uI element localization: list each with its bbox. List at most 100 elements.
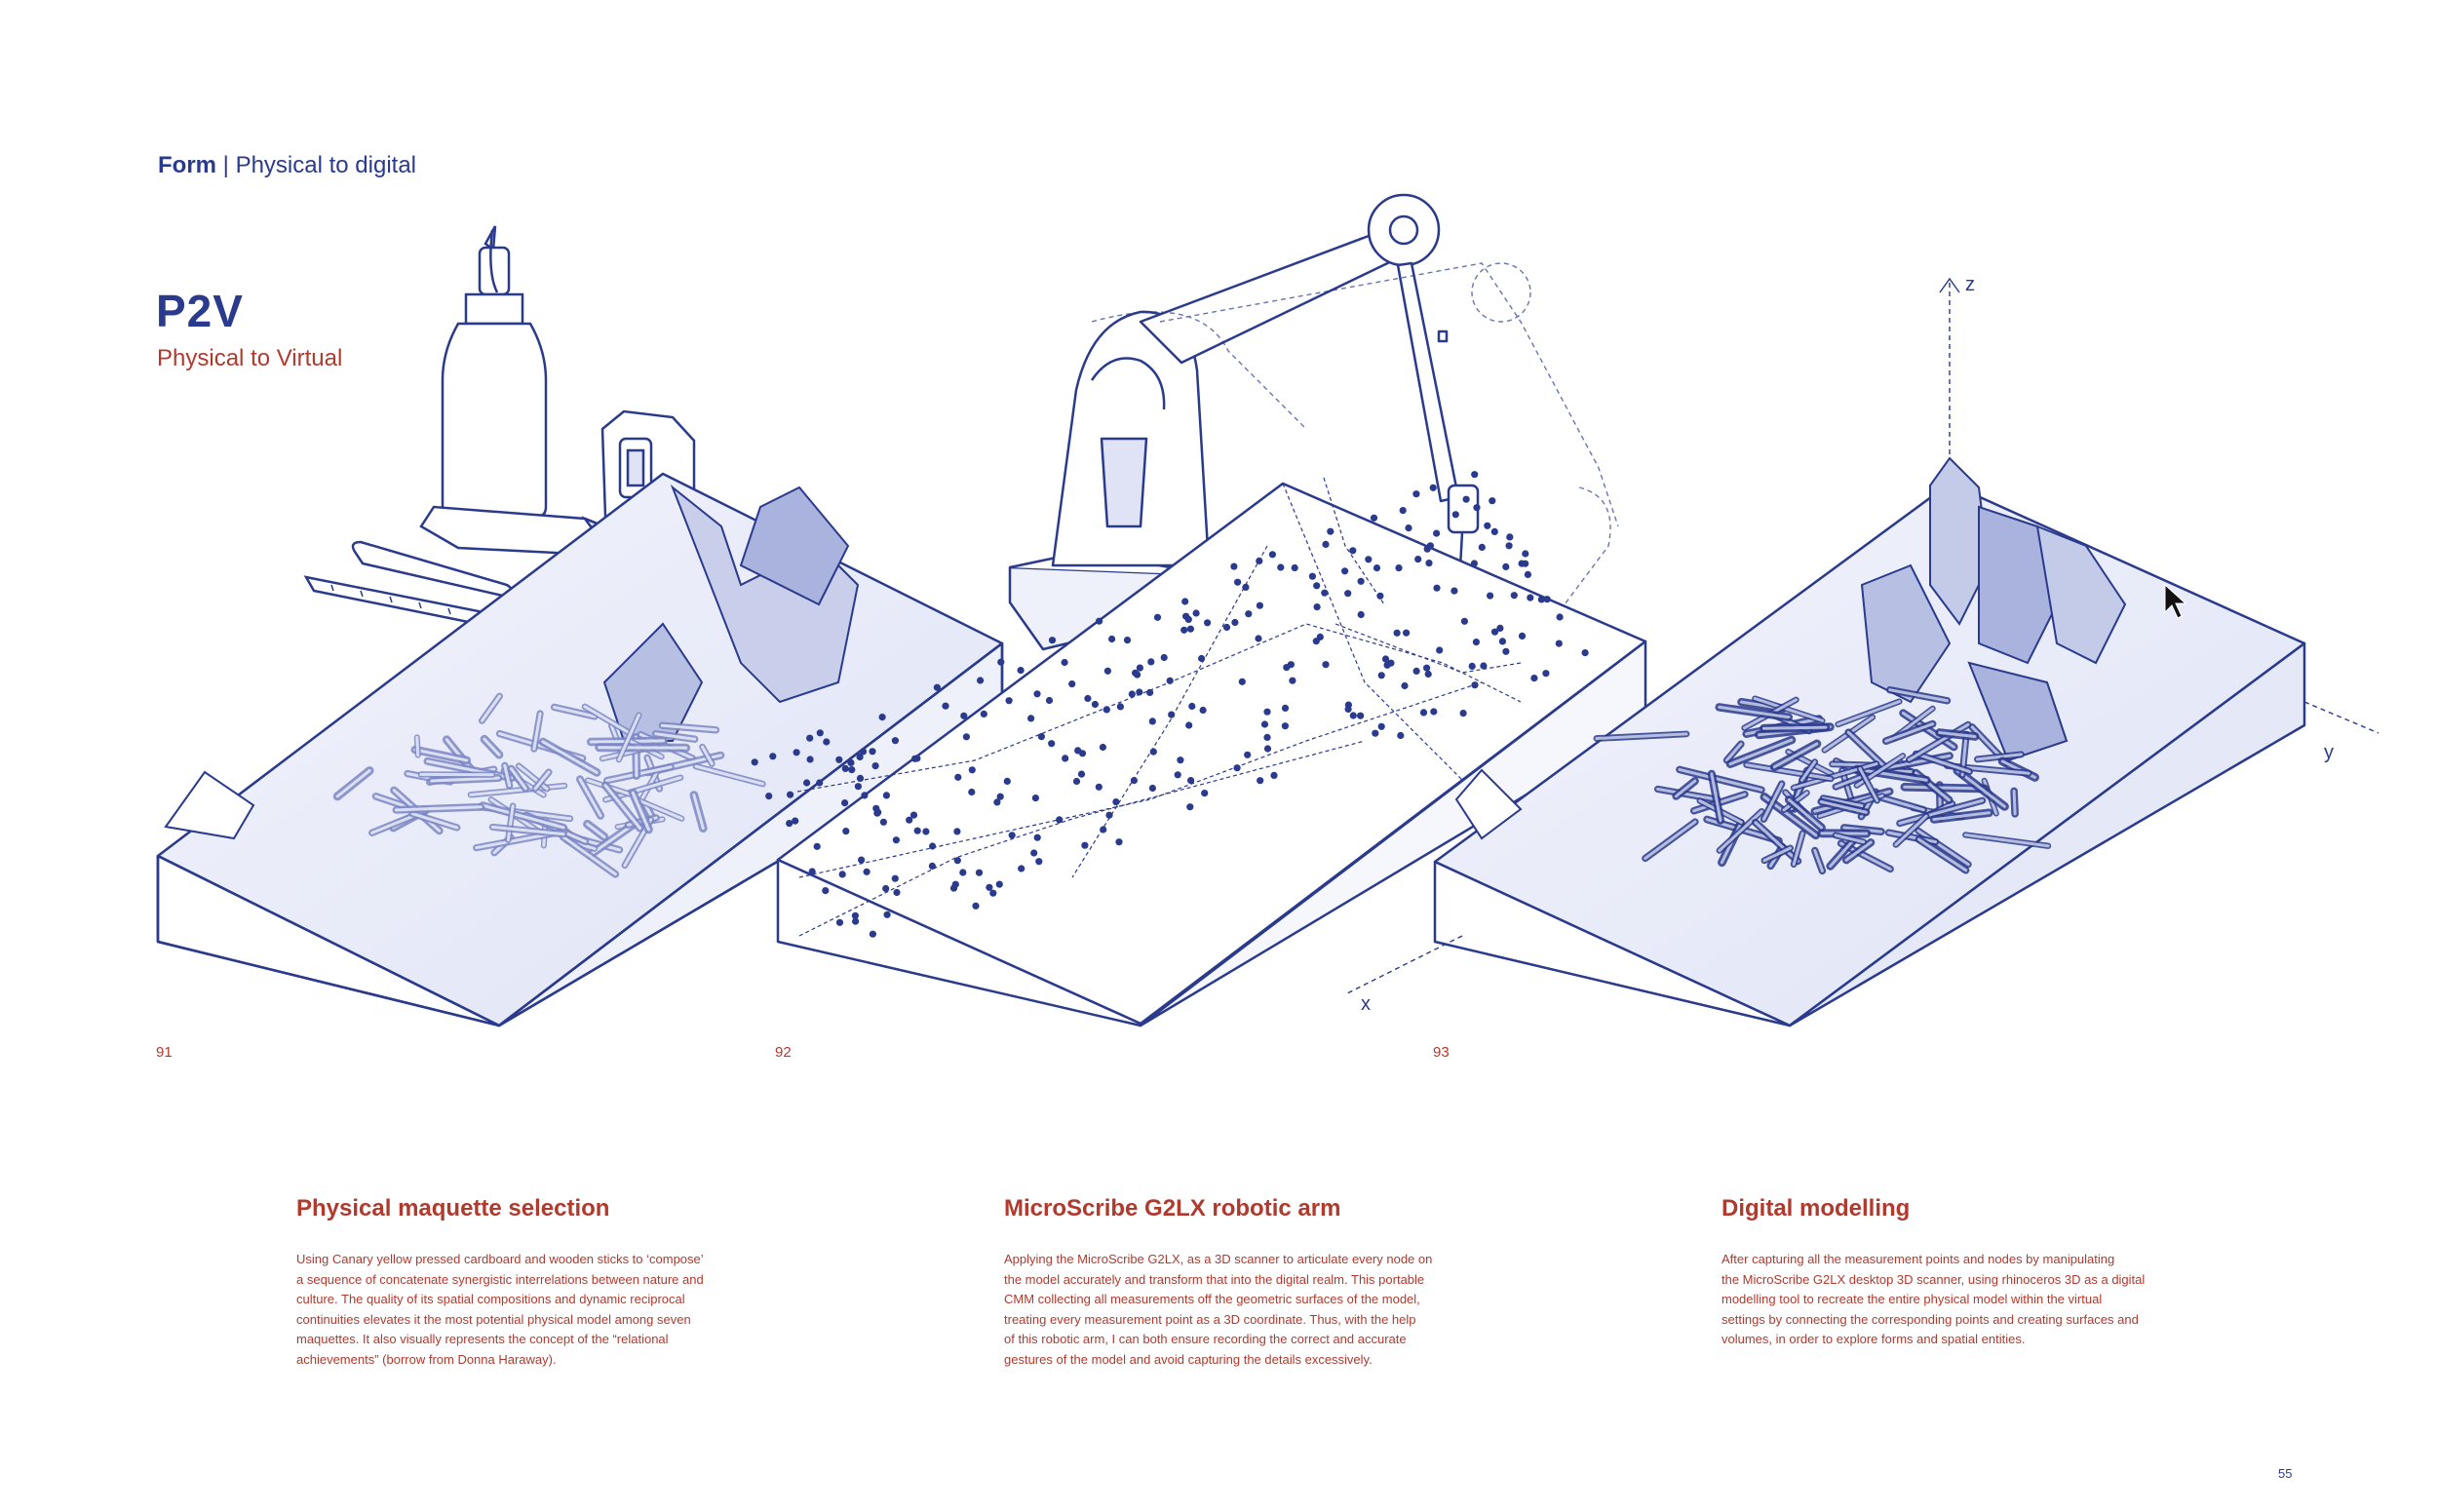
scan-point <box>1373 564 1381 572</box>
scan-point <box>1062 755 1069 762</box>
scan-point <box>1377 672 1385 679</box>
scan-point <box>1136 664 1143 672</box>
stick <box>410 812 459 830</box>
scan-point <box>1136 688 1143 696</box>
scan-point <box>835 756 843 763</box>
scan-point <box>1510 592 1518 600</box>
scan-point <box>1403 629 1411 637</box>
column-title: Digital modelling <box>1721 1195 1911 1221</box>
scan-point <box>1018 865 1025 872</box>
scan-point <box>1198 654 1206 663</box>
scan-point <box>1344 590 1352 598</box>
stick <box>1915 752 1971 773</box>
stick <box>1656 787 1720 801</box>
scan-point <box>989 889 997 897</box>
scan-point <box>822 887 830 895</box>
scan-point <box>842 828 850 835</box>
scan-point <box>883 911 891 918</box>
scan-point <box>975 869 984 876</box>
scan-point <box>1045 696 1054 705</box>
scan-point <box>1423 664 1431 672</box>
scan-point <box>1153 613 1162 621</box>
scan-point <box>1490 527 1498 536</box>
scan-point <box>1181 598 1189 605</box>
scan-point <box>1522 560 1529 567</box>
scan-point <box>1105 811 1113 819</box>
scan-point <box>1035 858 1043 866</box>
scan-point <box>882 792 891 799</box>
scan-point <box>1321 589 1329 597</box>
scan-point <box>816 779 824 787</box>
scan-point <box>1372 729 1379 737</box>
scan-point <box>1132 669 1140 677</box>
scan-point <box>1383 661 1391 669</box>
scan-point <box>838 871 846 878</box>
scan-point <box>959 869 967 876</box>
scan-point <box>1185 721 1193 729</box>
scan-point <box>1401 681 1409 690</box>
scan-point <box>1313 603 1321 611</box>
stick <box>654 732 697 741</box>
scan-point <box>1365 556 1373 563</box>
scan-point <box>1260 720 1269 728</box>
scan-point <box>874 808 882 816</box>
scan-point <box>1530 675 1538 682</box>
stick <box>481 694 501 722</box>
scan-point <box>787 791 794 798</box>
scan-point <box>878 714 886 721</box>
scan-point <box>1048 637 1057 644</box>
column-title: Physical maquette selection <box>296 1195 610 1221</box>
scan-point <box>1471 471 1479 479</box>
stick <box>631 791 650 832</box>
glue-bottle-icon <box>441 225 548 519</box>
body-line: achievements” (borrow from Donna Haraway… <box>296 1351 557 1367</box>
scan-point <box>1005 697 1013 705</box>
scan-point <box>1201 790 1209 797</box>
scan-point <box>1008 832 1016 839</box>
stick <box>1787 797 1824 830</box>
scan-point <box>1397 731 1405 740</box>
stick <box>335 769 371 798</box>
scan-point <box>1263 745 1272 753</box>
scan-point <box>1556 613 1564 621</box>
scan-point <box>869 930 877 938</box>
scan-point <box>1182 612 1190 620</box>
cursor-icon[interactable] <box>2164 583 2187 619</box>
stick <box>1595 732 1688 741</box>
scan-point <box>1429 484 1437 491</box>
stick <box>603 784 641 830</box>
stick <box>413 748 469 762</box>
stick <box>1772 742 1819 769</box>
scan-point <box>1349 712 1357 719</box>
scan-point <box>1100 826 1107 834</box>
scan-point <box>1381 655 1390 663</box>
scan-point <box>891 737 900 745</box>
scan-point <box>1327 527 1335 535</box>
scan-point <box>1289 677 1296 684</box>
scan-point <box>1506 533 1514 541</box>
scan-point <box>871 762 879 770</box>
stick <box>1718 809 1763 852</box>
scan-point <box>1542 670 1550 678</box>
robotic-arm-ghost <box>1091 262 1619 664</box>
stick <box>1846 730 1886 768</box>
scan-point <box>1056 816 1064 824</box>
scan-point <box>1231 618 1239 627</box>
stick <box>1792 832 1804 867</box>
scan-point <box>852 917 860 925</box>
scan-point <box>1322 661 1330 669</box>
scan-point <box>808 868 816 875</box>
axis-indicators <box>1344 277 2379 995</box>
scan-point <box>1255 635 1262 642</box>
stick <box>1724 742 1743 762</box>
scan-point <box>929 842 937 850</box>
scan-point <box>1287 661 1295 669</box>
body-line: a sequence of concatenate synergistic in… <box>296 1271 704 1287</box>
scan-point <box>1524 570 1531 579</box>
scan-point <box>751 758 758 766</box>
scan-point <box>1180 626 1188 634</box>
axis-y-label: y <box>2324 742 2334 763</box>
scan-point <box>1405 524 1412 532</box>
scan-point <box>968 766 976 774</box>
